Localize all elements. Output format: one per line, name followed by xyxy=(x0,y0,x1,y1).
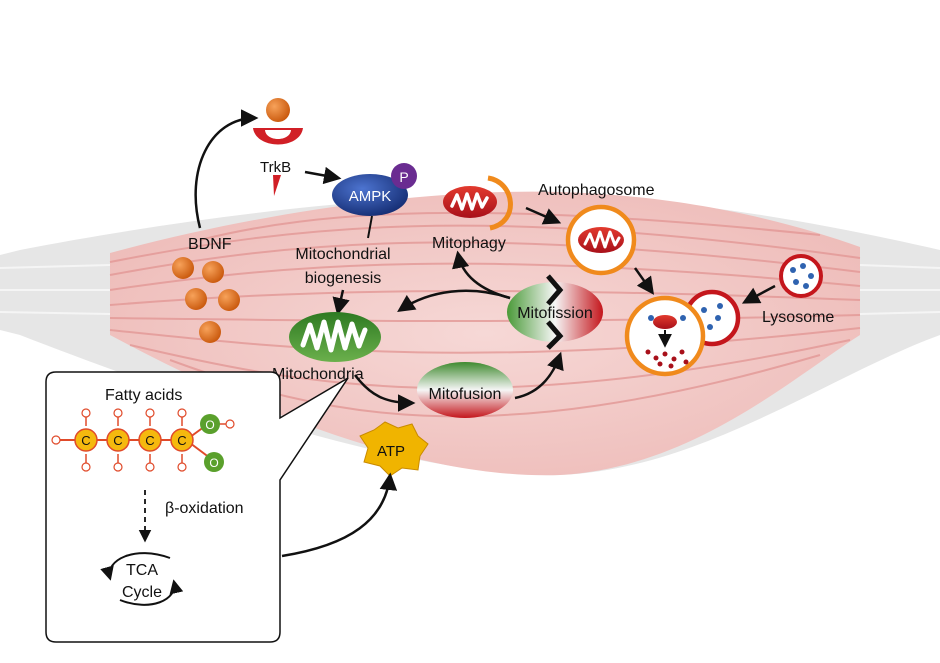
mitophagy-to-autophagosome-arrow xyxy=(525,206,562,225)
fission-to-mitophagy-arrow xyxy=(452,250,511,300)
trkb-label: TrkB xyxy=(260,159,291,176)
tendon-lines xyxy=(0,264,940,315)
mito-to-fusion-arrow xyxy=(354,374,416,412)
fusion-to-fission-arrow xyxy=(514,351,564,400)
carbon-label: C xyxy=(81,433,90,448)
tca-label-2: Cycle xyxy=(122,584,162,601)
ampk-label: AMPK xyxy=(349,188,392,205)
autophagosome-to-autolysosome-arrow xyxy=(633,267,655,295)
oxygen-label: O xyxy=(209,456,218,470)
biogenesis-label-2: biogenesis xyxy=(305,270,382,287)
trkb-receptor xyxy=(253,98,303,196)
biogenesis-to-mito-arrow xyxy=(332,289,350,316)
carbon-label: C xyxy=(177,433,186,448)
ampk-to-biogenesis-line xyxy=(367,215,373,239)
phospho-label: P xyxy=(399,169,408,185)
beta-oxidation-label: β-oxidation xyxy=(165,500,244,517)
tca-to-atp-arrow xyxy=(281,472,398,558)
bdnf-molecules xyxy=(172,257,240,343)
lysosome-to-autolysosome-arrow xyxy=(741,284,776,304)
lysosome-label: Lysosome xyxy=(762,309,834,326)
lysosome xyxy=(779,254,823,298)
bdnf-to-trkb-arrow xyxy=(194,109,259,229)
mitophagy-label: Mitophagy xyxy=(432,235,506,252)
carbon-label: C xyxy=(113,433,122,448)
atp-label: ATP xyxy=(377,443,405,460)
oxygen-label: O xyxy=(205,418,214,432)
fatty-acid-molecule xyxy=(51,408,235,472)
trkb-to-ampk-arrow xyxy=(304,166,342,185)
biogenesis-label-1: Mitochondrial xyxy=(295,246,390,263)
mitofission-label: Mitofission xyxy=(517,305,593,322)
mitochondrion-green xyxy=(289,312,381,362)
bdnf-label: BDNF xyxy=(188,236,232,253)
tca-label-1: TCA xyxy=(126,562,158,579)
autophagosome xyxy=(565,204,637,276)
carbon-label: C xyxy=(145,433,154,448)
mitofission-mitochondrion xyxy=(507,274,603,350)
ampk-protein xyxy=(332,163,417,216)
mitochondria-label: Mitochondria xyxy=(272,366,364,383)
autolysosome xyxy=(624,289,741,377)
mitofusion-label: Mitofusion xyxy=(429,386,502,403)
atp-badge xyxy=(359,421,429,477)
mitophagy-mitochondrion xyxy=(443,175,513,231)
fatty-acids-label: Fatty acids xyxy=(105,387,182,404)
tca-cycle-arrows xyxy=(100,552,184,606)
mitofusion-mitochondrion xyxy=(417,362,513,418)
fatty-acid-atom-labels: C C C C O O xyxy=(81,418,218,470)
autophagosome-label: Autophagosome xyxy=(538,182,655,199)
